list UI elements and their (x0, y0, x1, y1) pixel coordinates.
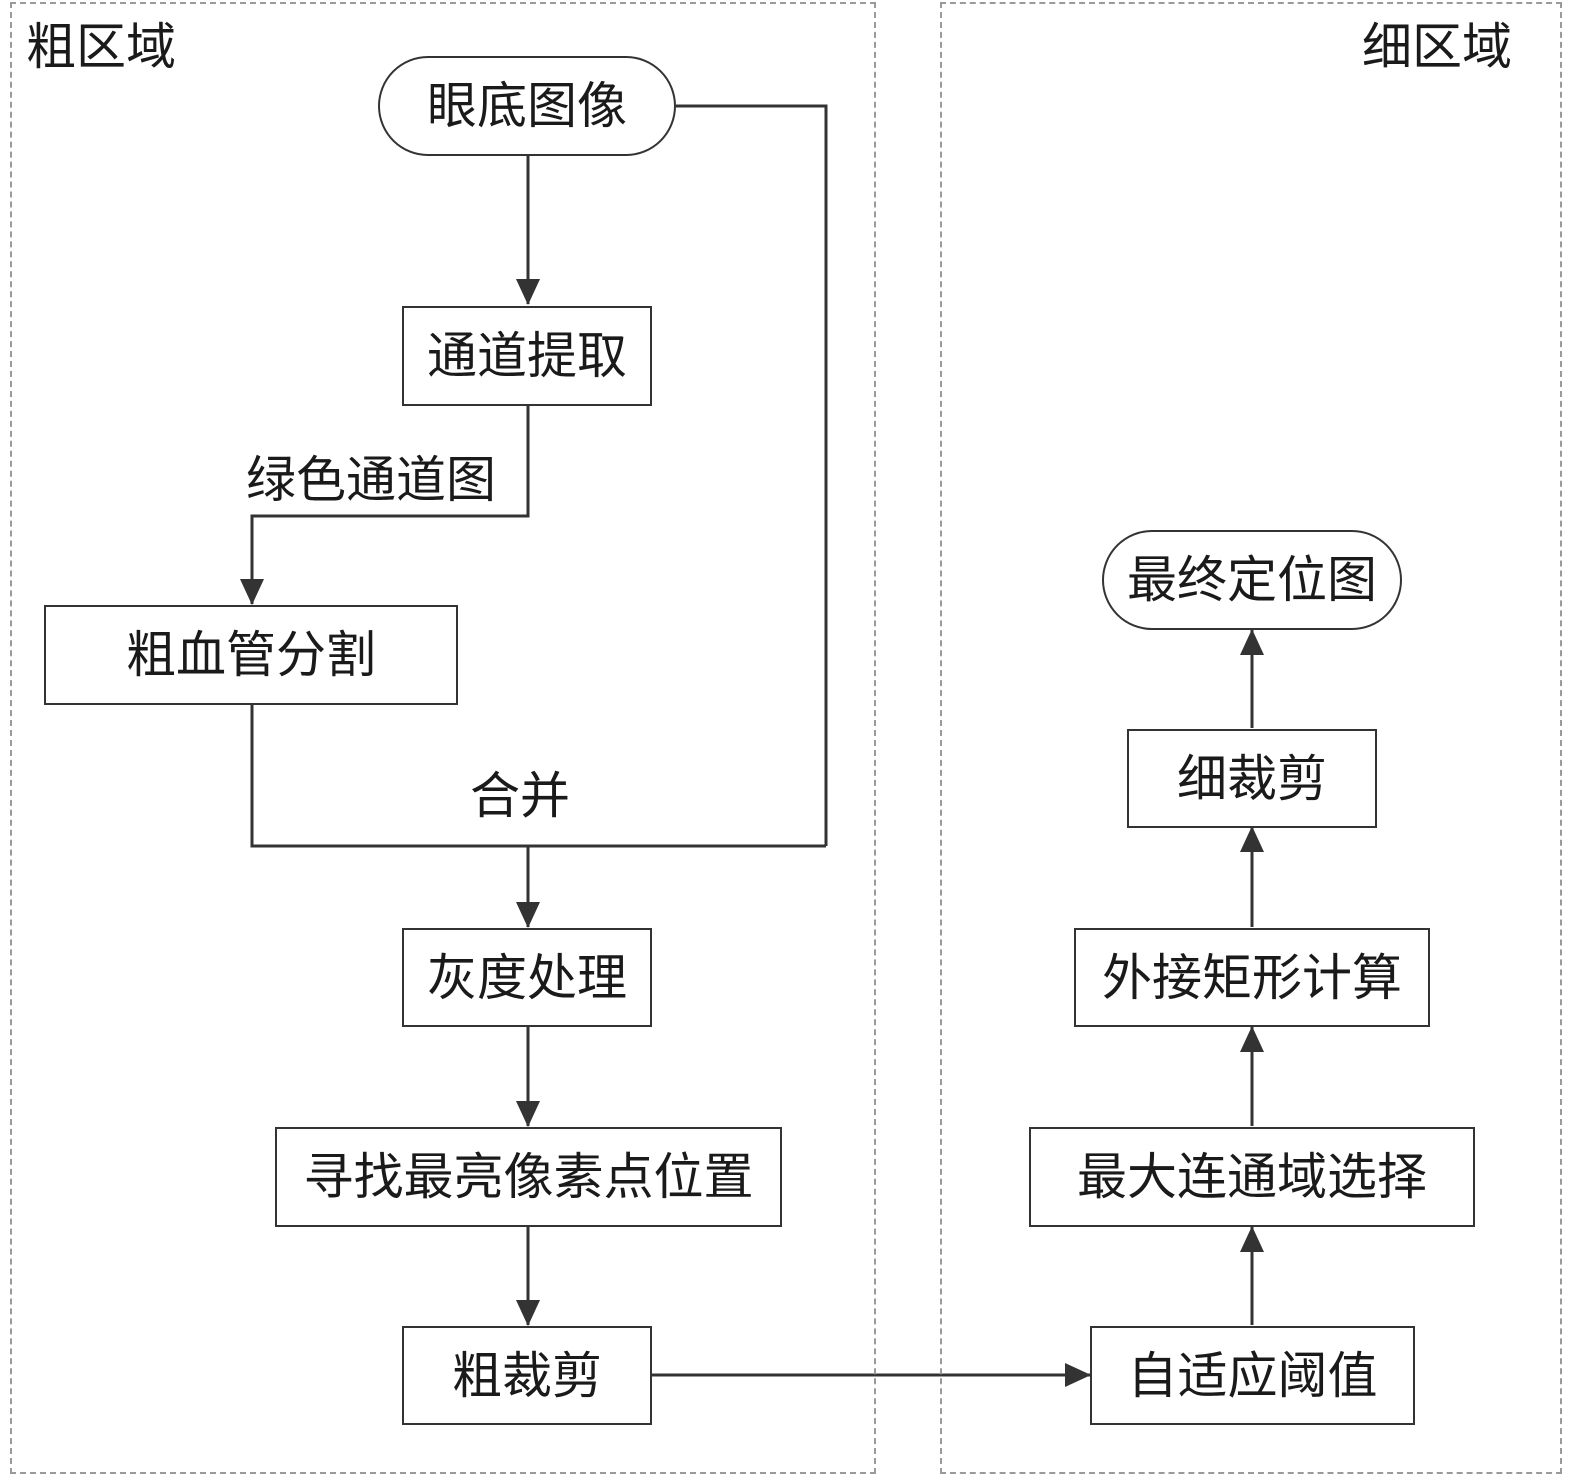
edge-fundus-to-merge (676, 104, 828, 846)
edge-channel-to-coarse-vessel (240, 406, 530, 605)
coarse-vessel-segmentation-node: 粗血管分割 (44, 605, 458, 705)
largest-connected-region-node: 最大连通域选择 (1029, 1127, 1475, 1227)
adaptive-threshold-node: 自适应阈值 (1090, 1326, 1415, 1425)
fine-crop-node: 细裁剪 (1127, 729, 1377, 828)
fine-region (940, 2, 1562, 1474)
coarse-crop-node: 粗裁剪 (402, 1326, 652, 1425)
fundus-image-node: 眼底图像 (378, 56, 676, 156)
bounding-rect-node: 外接矩形计算 (1074, 928, 1430, 1027)
final-location-map-node: 最终定位图 (1102, 530, 1402, 630)
green-channel-map-label: 绿色通道图 (246, 451, 496, 509)
grayscale-processing-node: 灰度处理 (402, 928, 652, 1027)
fine-region-label: 细区域 (1362, 18, 1512, 76)
find-brightest-pixel-node: 寻找最亮像素点位置 (275, 1127, 782, 1227)
coarse-region-label: 粗区域 (26, 18, 176, 76)
edge-coarse-vessel-to-merge (250, 705, 826, 848)
channel-extraction-node: 通道提取 (402, 306, 652, 406)
coarse-region (10, 2, 876, 1474)
merge-label: 合并 (470, 767, 570, 825)
